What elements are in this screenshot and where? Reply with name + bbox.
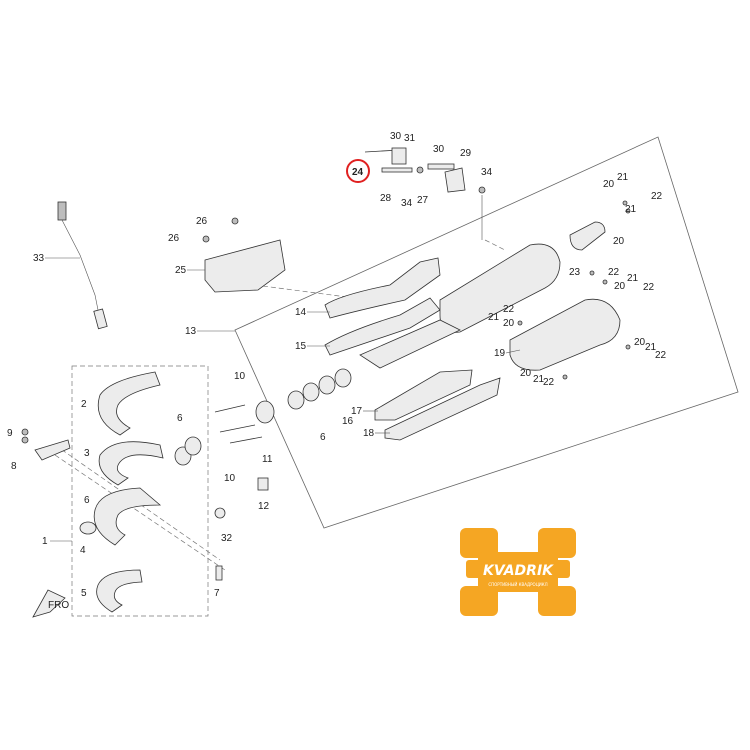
- callout-34b: 34: [481, 167, 493, 178]
- callout-6c: 6: [320, 432, 326, 443]
- callout-30a: 30: [390, 131, 402, 142]
- callout-22d: 22: [503, 304, 515, 315]
- spring-10: [214, 404, 263, 444]
- callout-21a: 21: [617, 172, 629, 183]
- callout-labels: 1 2 3 4 5 6 6 6 7 8 9 10 10 11 12 13 14 …: [7, 131, 667, 599]
- callout-30b: 30: [433, 144, 445, 155]
- highlight-ring: [346, 159, 370, 183]
- bolt-9b: [21, 436, 29, 444]
- callout-21b: 21: [625, 204, 637, 215]
- front-direction-marker: FRO: [32, 589, 69, 618]
- front-marker-text: FRO: [48, 600, 69, 611]
- end-cap-23: [569, 221, 606, 251]
- clip-7: [215, 565, 223, 581]
- muffler-shield-19: [509, 298, 621, 371]
- callout-2: 2: [81, 399, 87, 410]
- callout-21e: 21: [645, 342, 657, 353]
- gasket-6: [79, 521, 97, 535]
- callout-25: 25: [175, 265, 187, 276]
- callout-17: 17: [351, 406, 363, 417]
- gasket-6c: [184, 436, 202, 456]
- callout-15: 15: [295, 341, 307, 352]
- watermark-subtext: СПОРТИВНЫЙ КВАДРОЦИКЛ: [488, 582, 547, 587]
- callout-22c: 22: [643, 282, 655, 293]
- callout-14: 14: [295, 307, 307, 318]
- callout-8: 8: [11, 461, 17, 472]
- mount-hardware: [364, 147, 486, 194]
- callout-4: 4: [80, 545, 86, 556]
- callout-1: 1: [42, 536, 48, 547]
- callout-22b: 22: [608, 267, 620, 278]
- callout-21c: 21: [627, 273, 639, 284]
- link-pipe: [359, 319, 461, 369]
- callout-12: 12: [258, 501, 270, 512]
- muffler-body: [439, 243, 561, 333]
- watermark-text: KVADRIK: [483, 563, 554, 579]
- callout-5: 5: [81, 588, 87, 599]
- lower-shield-18: [384, 377, 501, 441]
- callout-22f: 22: [543, 377, 555, 388]
- callout-26b: 26: [168, 233, 180, 244]
- callout-20c: 20: [614, 281, 626, 292]
- callout-27: 27: [417, 195, 429, 206]
- callout-28: 28: [380, 193, 392, 204]
- callout-20f: 20: [520, 368, 532, 379]
- bolt-26a: [231, 217, 239, 225]
- callout-24: 24: [352, 167, 364, 178]
- callout-22a: 22: [651, 191, 663, 202]
- callout-32: 32: [221, 533, 233, 544]
- callout-22e: 22: [655, 350, 667, 361]
- oxygen-sensor: [57, 201, 108, 330]
- clip-32: [214, 507, 226, 519]
- heat-shield-25: [204, 239, 286, 293]
- callout-9: 9: [7, 428, 13, 439]
- bolt-26b: [202, 235, 210, 243]
- kvadrik-watermark: KVADRIK СПОРТИВНЫЙ КВАДРОЦИКЛ: [460, 528, 576, 616]
- callout-20d: 20: [503, 318, 515, 329]
- callout-31: 31: [404, 133, 416, 144]
- bracket-8: [34, 439, 71, 461]
- header-pipe-2: [97, 371, 161, 436]
- callout-13: 13: [185, 326, 197, 337]
- header-pipe-group-frame: [71, 365, 209, 617]
- callout-26a: 26: [196, 216, 208, 227]
- callout-29: 29: [460, 148, 472, 159]
- callout-33: 33: [33, 253, 45, 264]
- callout-20a: 20: [603, 179, 615, 190]
- muffler-assembly-frame: [234, 136, 739, 529]
- clamp-11: [255, 400, 275, 424]
- callout-3: 3: [84, 448, 90, 459]
- callout-19: 19: [494, 348, 506, 359]
- callout-23: 23: [569, 267, 581, 278]
- heat-shield-14: [324, 257, 441, 319]
- callout-34a: 34: [401, 198, 413, 209]
- callout-11: 11: [262, 454, 273, 465]
- bushing-12: [257, 477, 269, 491]
- callout-6b: 6: [177, 413, 183, 424]
- callout-7: 7: [214, 588, 220, 599]
- callout-21d: 21: [488, 312, 500, 323]
- header-pipe-4: [93, 487, 162, 546]
- fasteners: [517, 200, 631, 380]
- callout-10b: 10: [224, 473, 236, 484]
- lower-shield-17: [374, 369, 473, 421]
- callout-20e: 20: [634, 337, 646, 348]
- callout-16: 16: [342, 416, 354, 427]
- callout-18: 18: [363, 428, 375, 439]
- callout-20b: 20: [613, 236, 625, 247]
- bolt-9a: [21, 428, 29, 436]
- callout-6a: 6: [84, 495, 90, 506]
- callout-10a: 10: [234, 371, 246, 382]
- gasket-rings: [287, 368, 352, 410]
- header-pipe-3: [98, 441, 164, 486]
- callout-21f: 21: [533, 374, 545, 385]
- header-pipe-5: [96, 569, 143, 613]
